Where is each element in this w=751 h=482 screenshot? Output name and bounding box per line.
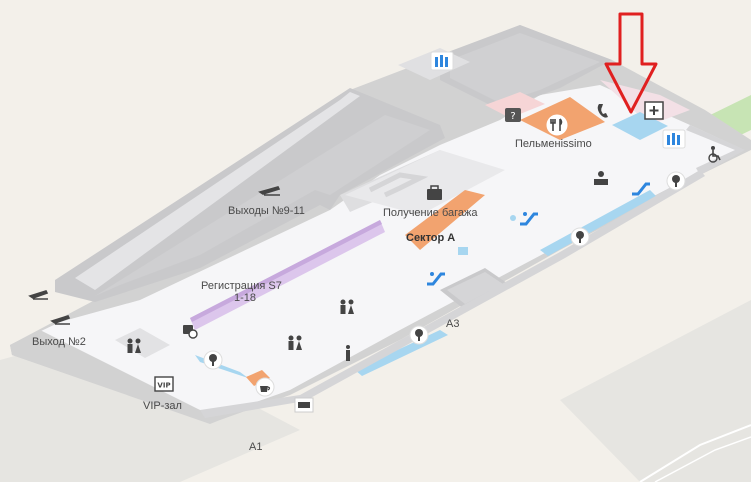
gates-block-top bbox=[75, 92, 360, 290]
shops-row-2 bbox=[540, 190, 656, 256]
label-gates-9-11: Выходы №9-11 bbox=[228, 205, 305, 217]
atm-icon[interactable] bbox=[294, 397, 314, 413]
vip-badge-text: VIP bbox=[157, 382, 170, 390]
tree-icon bbox=[666, 171, 686, 191]
departure-plane-icon[interactable] bbox=[258, 186, 281, 196]
tree-icon bbox=[203, 350, 223, 370]
sector-a-area bbox=[405, 190, 485, 250]
label-baggage-claim: Получение багажа bbox=[383, 207, 478, 219]
svg-text:?: ? bbox=[510, 111, 515, 122]
terminal-floor bbox=[18, 85, 740, 413]
vip-block bbox=[115, 328, 170, 358]
conveyor bbox=[368, 172, 429, 198]
toilets-icon[interactable] bbox=[127, 338, 142, 354]
tree-icon bbox=[570, 227, 590, 247]
lower-left-wall bbox=[10, 330, 225, 424]
elevator-icon[interactable] bbox=[430, 51, 454, 71]
escalator-icon[interactable] bbox=[632, 182, 650, 196]
top-service-inner bbox=[450, 33, 600, 103]
vip-badge-icon[interactable]: VIP bbox=[154, 376, 174, 392]
label-checkin-range: 1-18 bbox=[234, 292, 256, 304]
info-desk-icon[interactable] bbox=[594, 171, 608, 185]
label-checkin: Регистрация S7 bbox=[201, 280, 282, 292]
gates-block-inner bbox=[95, 115, 430, 296]
lost-and-found-icon[interactable]: ? bbox=[505, 108, 521, 122]
restaurant-pink bbox=[485, 92, 545, 118]
departure-plane-icon[interactable] bbox=[28, 290, 49, 300]
cafe-area bbox=[246, 370, 270, 386]
label-a1: A1 bbox=[249, 441, 262, 453]
toilets-icon[interactable] bbox=[288, 335, 303, 351]
right-wall bbox=[686, 125, 745, 175]
escalator-icon[interactable] bbox=[427, 272, 445, 286]
elevator-icon[interactable] bbox=[662, 129, 686, 149]
checkin-counters-edge bbox=[190, 220, 382, 322]
tree-icon bbox=[409, 325, 429, 345]
escalator-icon[interactable] bbox=[520, 212, 538, 226]
toilets-icon[interactable] bbox=[340, 299, 355, 315]
marker-square bbox=[458, 247, 468, 255]
road-line bbox=[639, 424, 751, 482]
phone-icon[interactable] bbox=[597, 104, 608, 118]
label-a3: A3 bbox=[446, 318, 459, 330]
departure-plane-icon[interactable] bbox=[50, 315, 71, 325]
label-gate-2: Выход №2 bbox=[32, 336, 86, 348]
first-aid-icon[interactable] bbox=[644, 101, 664, 120]
label-sector-a: Сектор А bbox=[406, 232, 455, 244]
marker-dot bbox=[510, 215, 516, 221]
road-line-2 bbox=[654, 436, 751, 482]
red-arrow-annotation bbox=[604, 12, 658, 114]
luggage-storage-icon[interactable] bbox=[183, 325, 198, 339]
terrain-block-right bbox=[560, 300, 751, 482]
coffee-cup-icon[interactable] bbox=[255, 377, 275, 397]
baggage-hall bbox=[345, 150, 505, 215]
label-restaurant: Пельменissimo bbox=[515, 138, 592, 150]
info-icon[interactable] bbox=[346, 345, 350, 361]
baggage-icon[interactable] bbox=[427, 185, 442, 200]
fork-knife-icon[interactable] bbox=[545, 113, 569, 137]
a3-room-inner bbox=[447, 272, 503, 304]
label-vip: VIP-зал bbox=[143, 400, 182, 412]
wheelchair-icon[interactable] bbox=[708, 146, 721, 163]
